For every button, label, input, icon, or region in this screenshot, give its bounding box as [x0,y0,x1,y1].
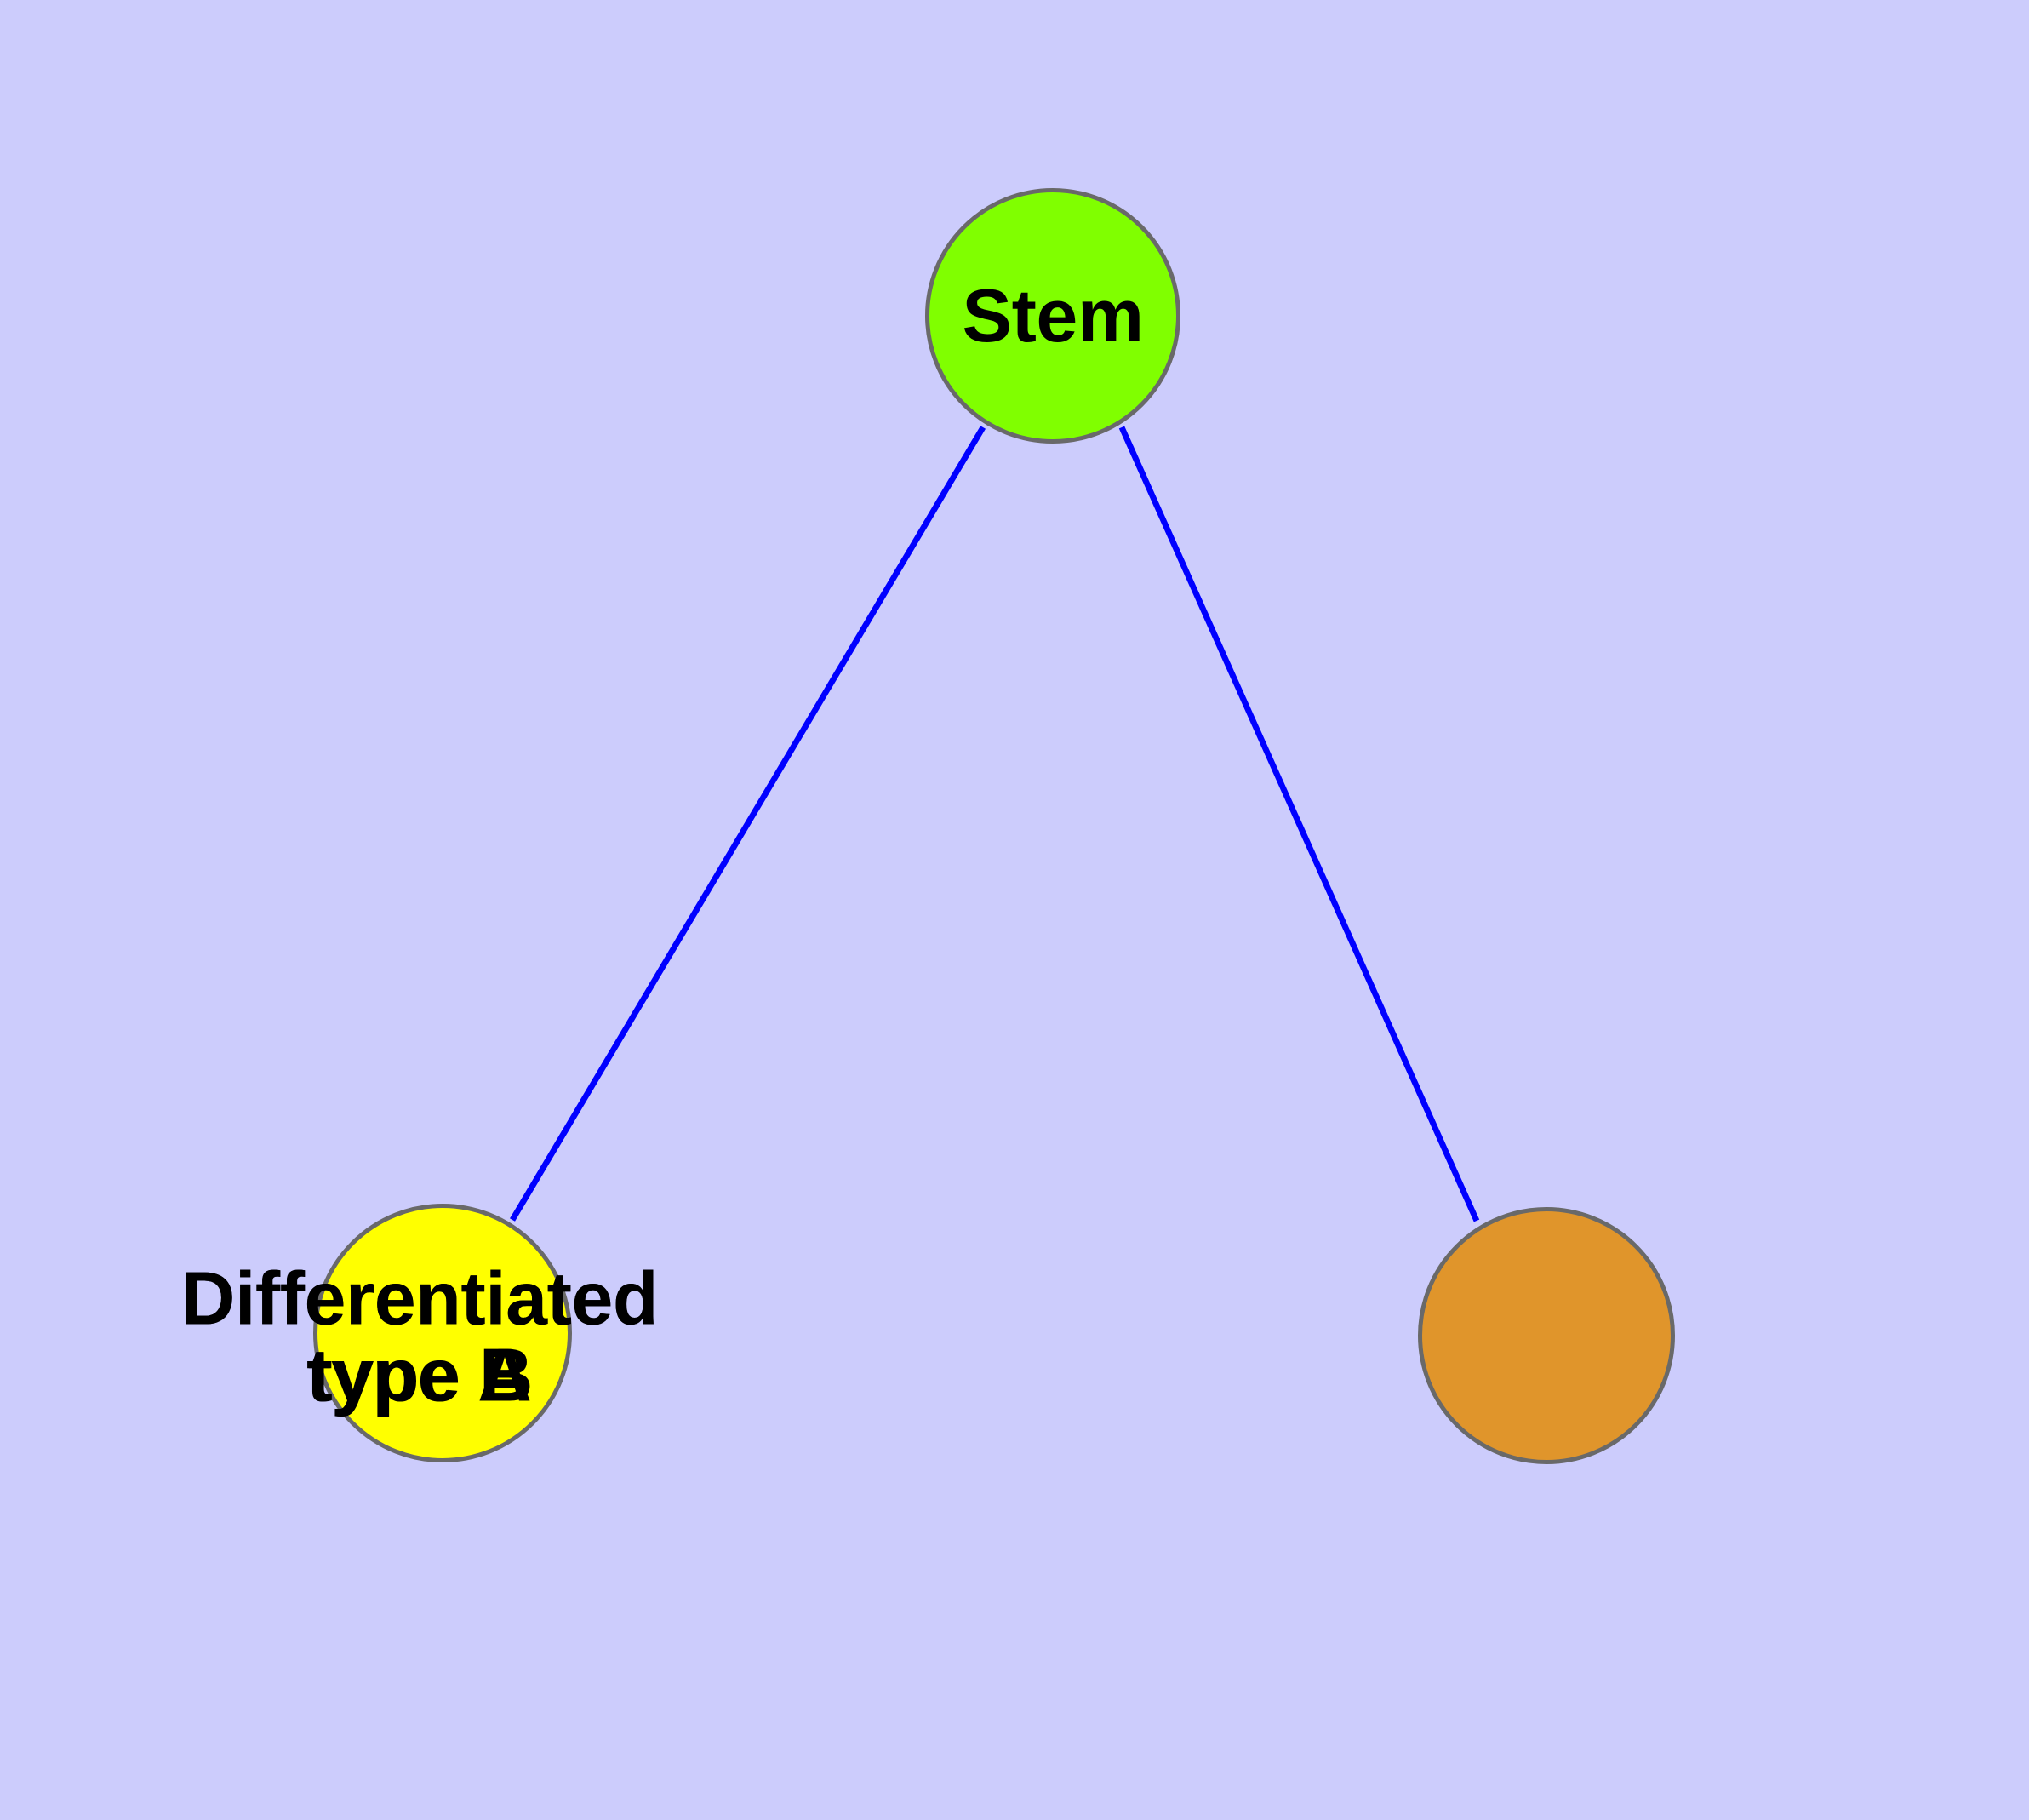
edge-stem-to-diff-a[interactable] [509,426,986,1222]
node-differentiated-type-b[interactable] [1418,1207,1675,1464]
node-differentiated-type-a[interactable] [313,1204,572,1462]
edge-stem-to-diff-b[interactable] [1118,426,1480,1222]
node-stem[interactable] [925,188,1180,444]
